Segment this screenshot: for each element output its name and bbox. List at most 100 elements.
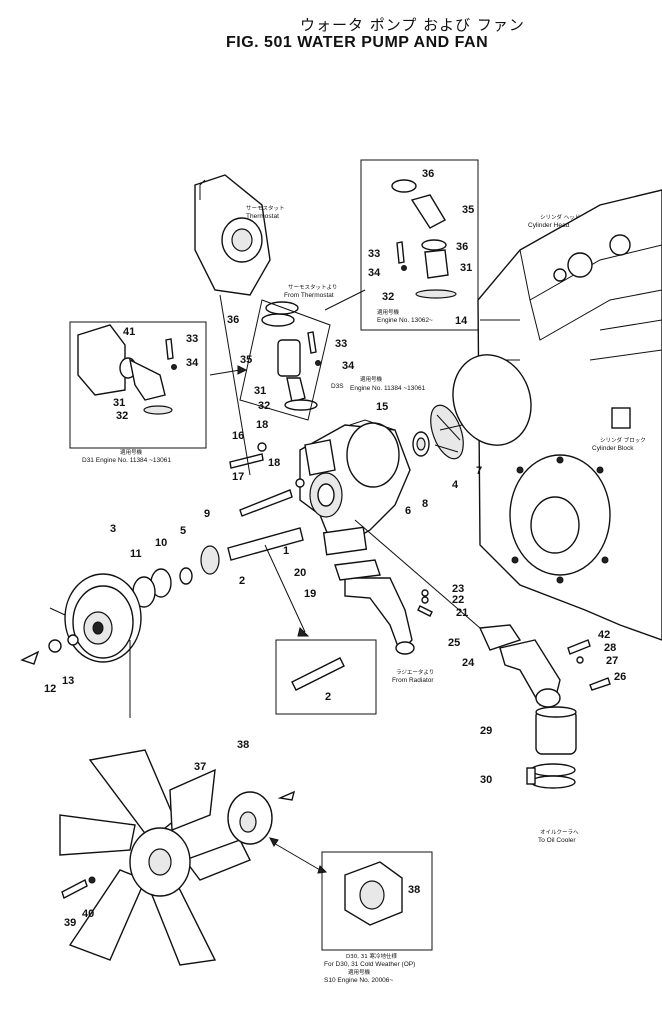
callout-11: 11 — [130, 548, 142, 560]
callout-5: 5 — [180, 525, 186, 537]
thermostat-housing — [194, 174, 271, 296]
svg-text:適用号機: 適用号機 — [360, 375, 383, 383]
engine-block-illustration — [477, 189, 662, 641]
callout-1: 1 — [283, 545, 289, 557]
svg-text:S10 Engine No. 20006~: S10 Engine No. 20006~ — [324, 977, 393, 984]
callout-38: 38 — [237, 739, 249, 751]
callout-28: 28 — [604, 642, 616, 654]
callout-25: 25 — [448, 637, 460, 649]
callout-6: 6 — [405, 505, 411, 517]
svg-text:D3S: D3S — [331, 383, 344, 390]
hose — [277, 339, 301, 377]
callout-9: 9 — [204, 508, 210, 520]
callout-30: 30 — [480, 774, 492, 786]
callout-22: 22 — [452, 594, 464, 606]
callout-3: 3 — [110, 523, 116, 535]
svg-text:Engine No. 13062~: Engine No. 13062~ — [377, 317, 433, 324]
svg-text:サーモスタットより: サーモスタットより — [288, 283, 337, 291]
callout-27: 27 — [606, 655, 618, 667]
elbow-pipe — [286, 377, 306, 403]
pump-cover-gasket — [452, 354, 532, 446]
callout-12: 12 — [44, 683, 56, 695]
svg-text:オイルクーラへ: オイルクーラへ — [540, 829, 579, 836]
svg-text:サーモスタット: サーモスタット — [246, 204, 285, 212]
callout-20: 20 — [294, 567, 306, 579]
callout-17: 17 — [232, 471, 244, 483]
cooling-fan — [59, 749, 251, 966]
callout-31-top: 31 — [460, 262, 472, 274]
svg-text:From Thermostat: From Thermostat — [284, 292, 334, 299]
fan-pulley — [49, 573, 142, 718]
callout-36-mid: 36 — [227, 314, 239, 326]
svg-text:For D30, 31 Cold Weather (OP): For D30, 31 Cold Weather (OP) — [324, 961, 415, 968]
callout-13: 13 — [62, 675, 74, 687]
direction-arrow — [20, 650, 40, 665]
annotations: サーモスタット Thermostat サーモスタットより From Thermo… — [82, 204, 646, 984]
callout-40: 40 — [82, 908, 94, 920]
callout-2-inset: 2 — [325, 691, 331, 703]
callout-2: 2 — [239, 575, 245, 587]
callout-37: 37 — [194, 761, 206, 773]
callout-33-mid: 33 — [335, 338, 347, 350]
svg-text:シリンダ ブロック: シリンダ ブロック — [600, 436, 646, 444]
callout-15: 15 — [376, 401, 388, 413]
callout-31-left: 31 — [113, 397, 125, 409]
inlet-pipe — [334, 559, 415, 655]
svg-text:Cylinder Block: Cylinder Block — [592, 445, 634, 452]
inset-thermostat-elbow-late — [360, 159, 479, 331]
callout-29: 29 — [480, 725, 492, 737]
svg-text:シリンダ ヘッド: シリンダ ヘッド — [540, 213, 580, 221]
callout-34-mid: 34 — [342, 360, 355, 372]
callout-10: 10 — [155, 537, 167, 549]
callout-39: 39 — [64, 917, 76, 929]
callout-24: 24 — [462, 657, 475, 669]
assembly-leader-lines — [219, 294, 481, 633]
callout-41: 41 — [123, 326, 135, 338]
svg-text:適用号機: 適用号機 — [348, 968, 371, 976]
callout-18b: 18 — [268, 457, 280, 469]
inset-pump-shaft — [275, 639, 377, 715]
svg-text:Engine No. 11384 ~13061: Engine No. 11384 ~13061 — [350, 385, 426, 392]
callout-14: 14 — [455, 315, 468, 327]
callout-18a: 18 — [256, 419, 268, 431]
callout-32-mid: 32 — [258, 400, 270, 412]
svg-text:ラジエータより: ラジエータより — [396, 668, 434, 676]
svg-text:From Radiator: From Radiator — [392, 677, 434, 684]
callout-36-top: 36 — [422, 168, 434, 180]
svg-text:To Oil Cooler: To Oil Cooler — [538, 837, 576, 844]
bolt — [229, 453, 264, 469]
pump-shaft-assembly — [132, 527, 304, 608]
impeller — [430, 404, 464, 460]
callout-34-left: 34 — [186, 357, 199, 369]
svg-text:Cylinder Head: Cylinder Head — [528, 222, 570, 229]
callout-35-mid: 35 — [240, 354, 252, 366]
callout-38-inset: 38 — [408, 884, 420, 896]
figure-title: FIG. 501 WATER PUMP AND FAN — [226, 34, 489, 51]
callout-labels: 1 2 2 3 4 5 6 7 8 9 10 11 12 13 14 15 16… — [44, 168, 626, 929]
long-bolt — [239, 489, 293, 517]
svg-text:適用号機: 適用号機 — [120, 448, 143, 456]
callout-42: 42 — [598, 629, 610, 641]
callout-33-top: 33 — [368, 248, 380, 260]
callout-19: 19 — [304, 588, 316, 600]
fan-bolt — [61, 878, 88, 900]
callout-32-left: 32 — [116, 410, 128, 422]
callout-34-top: 34 — [368, 267, 381, 279]
water-pump-body — [299, 419, 411, 556]
callout-23: 23 — [452, 583, 464, 595]
inset-thermostat-elbow-early — [69, 321, 207, 449]
svg-text:適用号機: 適用号機 — [377, 308, 400, 316]
hose-clamp — [530, 763, 576, 777]
inset-d3s-parts — [239, 299, 331, 421]
callout-4: 4 — [452, 479, 459, 491]
callout-31-mid: 31 — [254, 385, 266, 397]
callout-8: 8 — [422, 498, 428, 510]
svg-text:Thermostat: Thermostat — [246, 213, 279, 220]
callout-33-left: 33 — [186, 333, 198, 345]
callout-16: 16 — [232, 430, 244, 442]
callout-26: 26 — [614, 671, 626, 683]
outlet-pipe — [478, 624, 611, 708]
callout-35-top: 35 — [462, 204, 474, 216]
pulley-washer — [67, 634, 79, 646]
